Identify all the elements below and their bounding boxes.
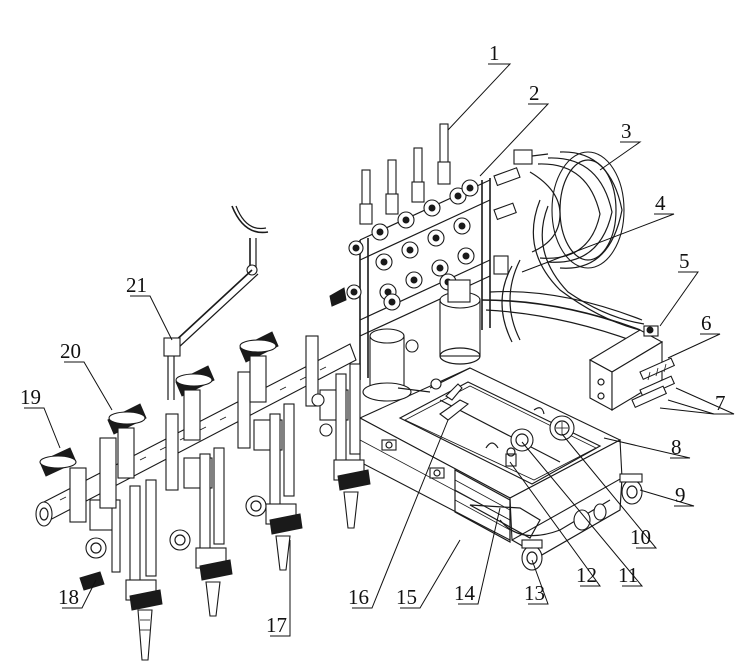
callout-12: 12 [576, 563, 597, 587]
callout-4: 4 [655, 191, 666, 215]
holder-arm [163, 205, 269, 400]
callout-2: 2 [529, 81, 540, 105]
callout-6: 6 [701, 311, 712, 335]
callout-11: 11 [618, 563, 638, 587]
torch-assemblies [39, 331, 371, 661]
callout-8: 8 [671, 435, 682, 459]
callout-3: 3 [621, 119, 632, 143]
torch-1 [39, 447, 163, 661]
callout-16: 16 [348, 585, 369, 609]
callout-17: 17 [266, 613, 287, 637]
wheels [521, 473, 643, 571]
callout-7: 7 [715, 391, 726, 415]
torch-2 [99, 403, 233, 617]
hose-connector-block [481, 290, 676, 411]
torch-4 [239, 331, 371, 529]
hose-reel [501, 151, 645, 343]
callout-19: 19 [20, 385, 41, 409]
callout-15: 15 [396, 585, 417, 609]
callout-20: 20 [60, 339, 81, 363]
callout-21: 21 [126, 273, 147, 297]
torch-3 [175, 365, 303, 571]
callout-14: 14 [454, 581, 476, 605]
callout-10: 10 [630, 525, 651, 549]
callout-labels: 1 2 3 4 5 6 7 8 9 10 11 12 13 14 15 16 1… [20, 41, 726, 637]
callout-1: 1 [489, 41, 500, 65]
callout-5: 5 [679, 249, 690, 273]
callout-9: 9 [675, 483, 686, 507]
callout-18: 18 [58, 585, 79, 609]
carriage-body [358, 367, 623, 557]
valve-manifold [329, 123, 549, 402]
leader-lines [24, 63, 735, 637]
callout-13: 13 [524, 581, 545, 605]
